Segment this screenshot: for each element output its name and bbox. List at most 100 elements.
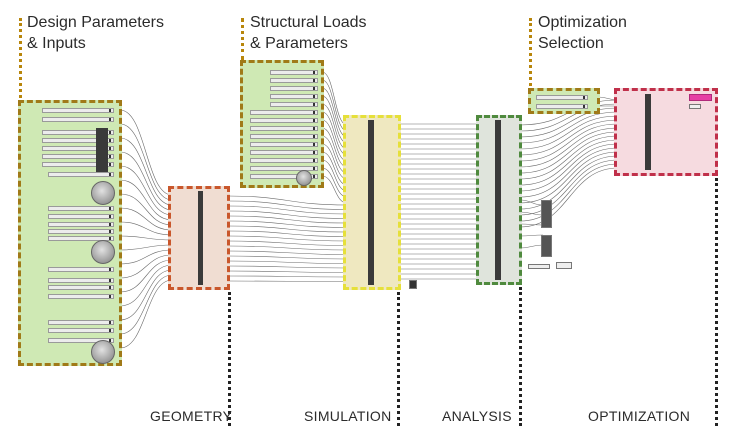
parameter-slider[interactable]: [42, 146, 114, 151]
connection-wire: [519, 103, 619, 132]
analysis-output-panel[interactable]: [541, 200, 552, 228]
connection-wire: [119, 137, 173, 206]
load-slider[interactable]: [270, 102, 318, 107]
optimization-group[interactable]: [614, 88, 718, 176]
connection-wire: [119, 269, 173, 321]
parameter-slider[interactable]: [48, 214, 114, 219]
parameter-slider[interactable]: [48, 172, 114, 177]
analysis-component-core[interactable]: [495, 120, 501, 280]
connection-wire: [119, 193, 173, 226]
optimization-component-core[interactable]: [645, 94, 651, 170]
connection-wire: [119, 249, 173, 265]
selection-slider[interactable]: [536, 104, 588, 109]
load-slider[interactable]: [250, 134, 318, 139]
connection-wire: [227, 265, 348, 269]
connection-wire: [519, 135, 619, 180]
load-slider[interactable]: [250, 158, 318, 163]
connection-wire: [119, 207, 173, 231]
parameter-slider[interactable]: [48, 338, 114, 343]
selection-slider[interactable]: [536, 95, 588, 100]
load-dial-knob[interactable]: [296, 170, 312, 186]
parameter-slider[interactable]: [48, 222, 114, 227]
connection-wire: [119, 274, 173, 335]
parameter-slider[interactable]: [48, 294, 114, 299]
parameter-dial-knob[interactable]: [91, 181, 115, 205]
parameter-slider[interactable]: [48, 267, 114, 272]
connection-wire: [227, 245, 348, 251]
optimization-selection-group[interactable]: [528, 88, 600, 114]
analysis-value-panel[interactable]: [556, 262, 572, 269]
connection-wire: [119, 235, 173, 241]
load-slider[interactable]: [250, 166, 318, 171]
parameter-dial-knob[interactable]: [91, 340, 115, 364]
connection-wire: [119, 244, 173, 251]
load-slider[interactable]: [250, 174, 318, 179]
connection-wire: [227, 230, 348, 237]
simulation-output-panel[interactable]: [409, 280, 417, 289]
stage-label-analysis: ANALYSIS: [442, 408, 512, 424]
parameter-slider[interactable]: [42, 108, 114, 113]
parameter-slider[interactable]: [48, 236, 114, 241]
load-slider[interactable]: [250, 126, 318, 131]
analysis-output-panel[interactable]: [541, 235, 552, 257]
parameter-slider[interactable]: [42, 130, 114, 135]
parameter-slider[interactable]: [42, 138, 114, 143]
load-slider[interactable]: [270, 94, 318, 99]
optimization-toggle[interactable]: [689, 104, 701, 109]
connection-wire: [227, 255, 348, 260]
parameter-merge-component[interactable]: [96, 128, 108, 172]
connection-wire: [227, 235, 348, 242]
optimization-run-button[interactable]: [689, 94, 712, 101]
optimization-selection-title: Optimization Selection: [538, 14, 627, 52]
connection-wire: [519, 123, 619, 162]
analysis-value-panel[interactable]: [528, 264, 550, 269]
parameter-slider[interactable]: [48, 229, 114, 234]
connection-wire: [519, 111, 619, 144]
geometry-component-core[interactable]: [198, 191, 203, 285]
connection-wire: [227, 200, 348, 210]
parameter-slider[interactable]: [42, 117, 114, 122]
connection-wire: [519, 143, 619, 192]
connection-wire: [227, 225, 348, 233]
connection-wire: [519, 211, 544, 216]
connection-wire: [227, 280, 348, 282]
connection-wire: [519, 155, 619, 210]
geometry-separator: [228, 292, 231, 426]
connection-wire: [519, 234, 544, 237]
connection-wire: [119, 221, 173, 236]
load-slider[interactable]: [250, 142, 318, 147]
parameter-slider[interactable]: [48, 285, 114, 290]
load-slider[interactable]: [270, 70, 318, 75]
parameter-slider[interactable]: [48, 328, 114, 333]
load-slider[interactable]: [250, 110, 318, 115]
connection-wire: [519, 167, 619, 228]
parameter-slider[interactable]: [42, 162, 114, 167]
parameter-slider[interactable]: [48, 278, 114, 283]
design-parameters-title: Design Parameters & Inputs: [27, 14, 164, 52]
parameter-slider[interactable]: [48, 206, 114, 211]
connection-wire: [227, 210, 348, 219]
connection-wire: [519, 131, 619, 174]
connection-wire: [119, 259, 173, 293]
connection-wire: [519, 115, 619, 150]
parameter-slider[interactable]: [48, 320, 114, 325]
load-slider[interactable]: [270, 78, 318, 83]
connection-wire: [227, 215, 348, 224]
connection-wire: [519, 159, 619, 216]
load-slider[interactable]: [270, 86, 318, 91]
simulation-separator: [397, 292, 400, 426]
optimization-title-marker: [529, 18, 532, 86]
connection-wire: [227, 205, 348, 215]
stage-label-simulation: SIMULATION: [304, 408, 392, 424]
parameter-slider[interactable]: [42, 154, 114, 159]
parameter-dial-knob[interactable]: [91, 240, 115, 264]
connection-wire: [519, 151, 619, 204]
connection-wire: [227, 220, 348, 228]
load-slider[interactable]: [250, 118, 318, 123]
connection-wire: [227, 195, 348, 206]
load-slider[interactable]: [250, 150, 318, 155]
stage-label-optimization: OPTIMIZATION: [588, 408, 691, 424]
simulation-component-core[interactable]: [368, 120, 374, 285]
connection-wire: [119, 179, 173, 221]
connection-wire: [119, 109, 173, 196]
